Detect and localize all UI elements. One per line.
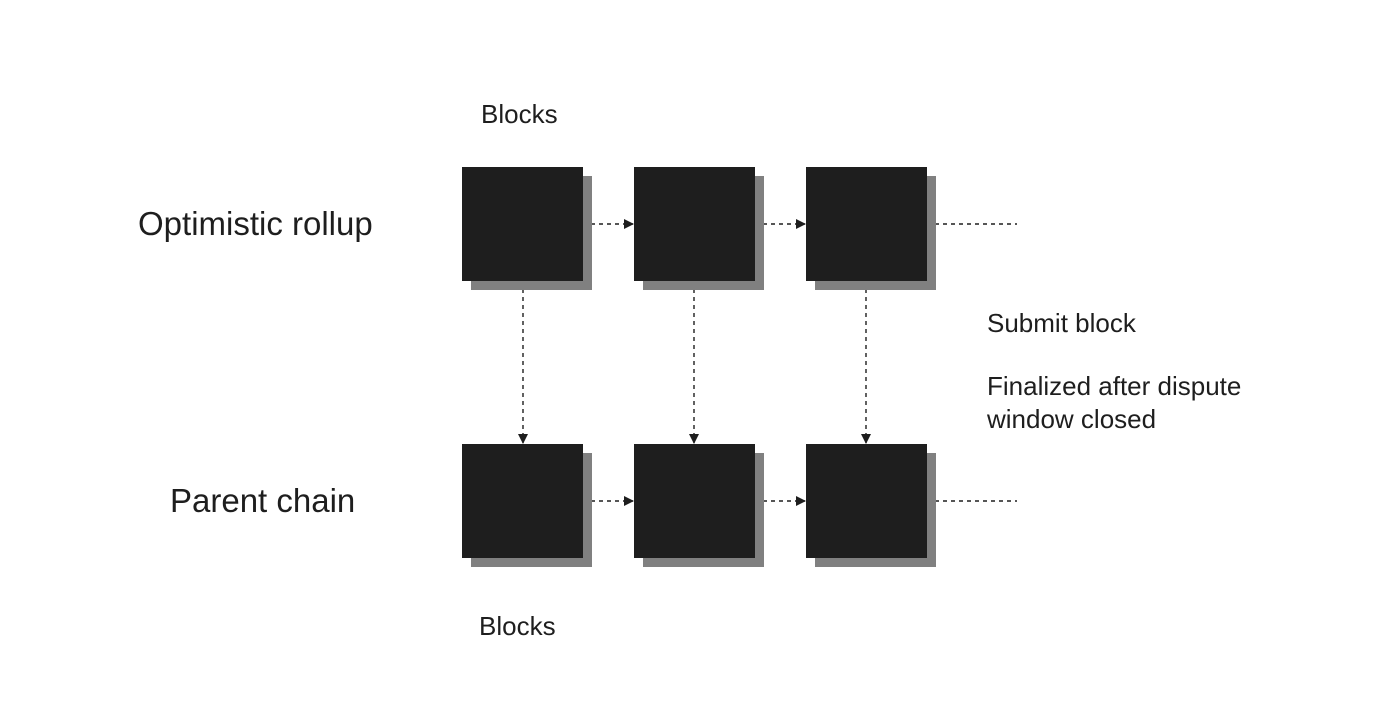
finalized-note: Finalized after dispute window closed <box>987 371 1242 434</box>
parent-block-1 <box>462 444 583 558</box>
parent-blocks-caption: Blocks <box>479 611 556 641</box>
parent-lane-label: Parent chain <box>170 482 356 519</box>
rollup-block-1 <box>462 167 583 281</box>
submit-block-note: Submit block <box>987 308 1136 338</box>
rollup-blocks-caption: Blocks <box>481 99 558 129</box>
parent-block-2 <box>634 444 755 558</box>
rollup-block-3 <box>806 167 927 281</box>
rollup-block-2 <box>634 167 755 281</box>
rollup-lane-label: Optimistic rollup <box>138 205 373 242</box>
parent-block-3 <box>806 444 927 558</box>
